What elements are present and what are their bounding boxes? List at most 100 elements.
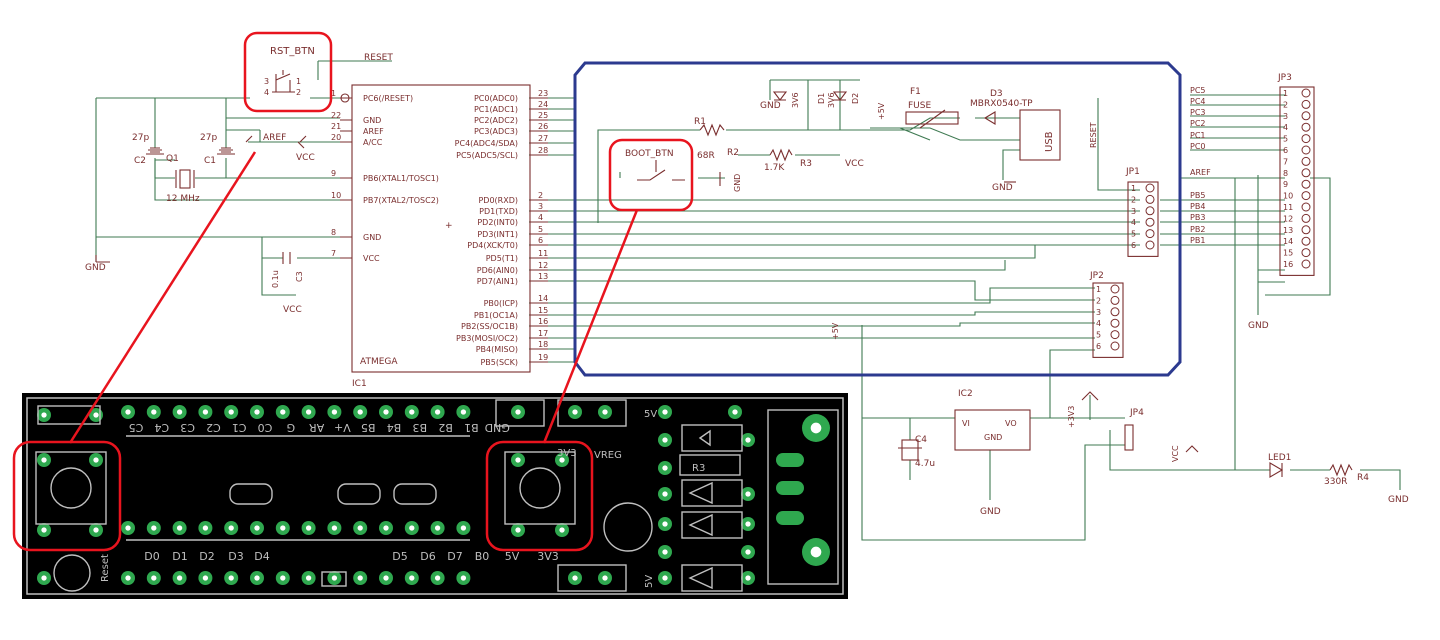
r2-name: R2 — [727, 148, 739, 158]
vcc-bottom-label: VCC — [283, 305, 302, 315]
jp1-pin — [1145, 183, 1155, 193]
ic1-left-pin-name: PC6(/RESET) — [363, 94, 413, 103]
c3-name: C3 — [295, 271, 304, 282]
r4-name: R4 — [1357, 473, 1369, 483]
pcb-drill — [41, 412, 47, 418]
jp3-pin-num: 14 — [1283, 237, 1293, 246]
jp1-pin — [1145, 217, 1155, 227]
ic1-right-pin-name: PD5(T1) — [486, 254, 518, 263]
pcb-drill — [662, 521, 668, 527]
pcb-reset-highlight — [12, 440, 122, 552]
jp3-pin-num: 16 — [1283, 260, 1293, 269]
c4-value: 4.7u — [915, 459, 935, 469]
ic1-left-pins: PC6(/RESET)1GND22AREF21A/CC20PB6(XTAL1/T… — [331, 89, 439, 263]
jp3-net-label: PC2 — [1190, 119, 1206, 128]
jp3-pin-num: 10 — [1283, 192, 1293, 201]
jp3-pin — [1301, 145, 1311, 155]
ic1-right-pins: PC0(ADC0)23PC1(ADC1)24PC2(ADC2)25PC3(ADC… — [455, 89, 549, 367]
aref-left-label: AREF — [263, 133, 286, 143]
pin-1-label: 1 — [296, 77, 301, 86]
ic2-gnd-label: GND — [984, 433, 1002, 442]
pcb-reset-label: Reset — [100, 554, 111, 582]
zener-d2-value: 3V6 — [827, 92, 836, 108]
ic1-left-pin-name: GND — [363, 233, 381, 242]
pcb-drill — [515, 457, 521, 463]
plus3v3-label: +3V3 — [1067, 406, 1076, 428]
jp1-pin — [1145, 194, 1155, 204]
pcb-drill — [331, 575, 338, 581]
gnd-left-label: GND — [85, 263, 106, 273]
ic1-right-pin-name: PC5(ADC5/SCL) — [456, 151, 518, 160]
gnd-boot-label: GND — [733, 174, 742, 192]
ic1-body — [351, 84, 531, 373]
jp3-pin — [1301, 225, 1311, 235]
pcb-drill — [280, 575, 286, 581]
ic1-right-pin-name: PB2(SS/OC1B) — [461, 322, 518, 331]
pcb-5v-label: 5V — [644, 409, 657, 420]
pcb-drill — [305, 525, 312, 531]
pcb-drill — [572, 575, 578, 581]
pcb-drill — [41, 527, 47, 533]
rst-btn-highlight — [243, 31, 333, 113]
pcb-drill — [176, 525, 183, 531]
pcb-drill — [602, 575, 608, 581]
ic1-right-pin-num: 11 — [538, 249, 548, 258]
pcb-drill — [151, 525, 157, 531]
crystal-and-caps — [95, 135, 307, 264]
r4-value: 330R — [1324, 477, 1347, 487]
pcb-drill — [572, 409, 578, 415]
pcb-drill — [460, 575, 467, 581]
pcb-vreg-label: VREG — [594, 450, 622, 461]
jp3-pin — [1301, 99, 1311, 109]
ic1-right-pin-name: PD0(RXD) — [478, 196, 518, 205]
r3-value: 1.7K — [764, 163, 785, 173]
pcb-top-label: C4 — [154, 421, 169, 434]
jp3-net-label: PB4 — [1190, 202, 1205, 211]
ic1-right-pin-num: 24 — [538, 100, 548, 109]
jp3-pin — [1301, 122, 1311, 132]
pcb-drill — [41, 575, 47, 581]
pcb-drill — [125, 525, 131, 531]
jp2-name: JP2 — [1089, 271, 1104, 281]
jp3-pin-num: 7 — [1283, 157, 1288, 166]
jp3-pin — [1301, 111, 1311, 121]
reset-net-label: RESET — [364, 53, 393, 63]
jp2-pin — [1110, 330, 1120, 340]
pcb-drill — [745, 437, 751, 443]
d3-name: D3 — [990, 89, 1003, 99]
pcb-top-label: AR — [309, 421, 325, 434]
pcb-drill — [409, 525, 415, 531]
ic1-right-pin-num: 23 — [538, 89, 548, 98]
pcb-drill — [357, 409, 363, 415]
ic1-right-pin-name: PB5(SCK) — [480, 358, 518, 367]
ic1-right-pin-num: 2 — [538, 191, 543, 200]
jp1-pin-num: 3 — [1131, 207, 1136, 216]
ic1-right-pin-name: PD3(INT1) — [477, 230, 518, 239]
pcb-drill — [662, 409, 668, 415]
zener-d1-value: 3V6 — [791, 92, 800, 108]
ic1-left-pin-name: PB6(XTAL1/TOSC1) — [363, 174, 439, 183]
jp2-pin-num: 5 — [1096, 331, 1101, 340]
pcb-drill — [125, 575, 131, 581]
pcb-drill — [93, 412, 99, 418]
pcb-drill — [202, 409, 209, 415]
d2-name: D2 — [851, 93, 860, 104]
vcc-usb-label: VCC — [845, 159, 864, 169]
pcb-bottom-label: D4 — [254, 550, 269, 563]
jp1-pin — [1145, 240, 1155, 250]
jp3-pin — [1301, 202, 1311, 212]
jp2-pin — [1110, 307, 1120, 317]
jp1-pin-num: 5 — [1131, 230, 1136, 239]
pcb-drill — [745, 575, 751, 581]
ic1-right-pin-num: 6 — [538, 236, 543, 245]
jp3-pin-num: 12 — [1283, 214, 1293, 223]
ic1-left-pin-name: VCC — [363, 254, 380, 263]
pcb-silkscreen — [35, 399, 839, 592]
jp3-pin — [1301, 134, 1311, 144]
jp3-pin — [1301, 213, 1311, 223]
ic1-left-pin-num: 10 — [331, 191, 341, 200]
jp3-pin — [1301, 236, 1311, 246]
jp3-pin — [1301, 259, 1311, 269]
pcb-pads — [37, 405, 830, 585]
